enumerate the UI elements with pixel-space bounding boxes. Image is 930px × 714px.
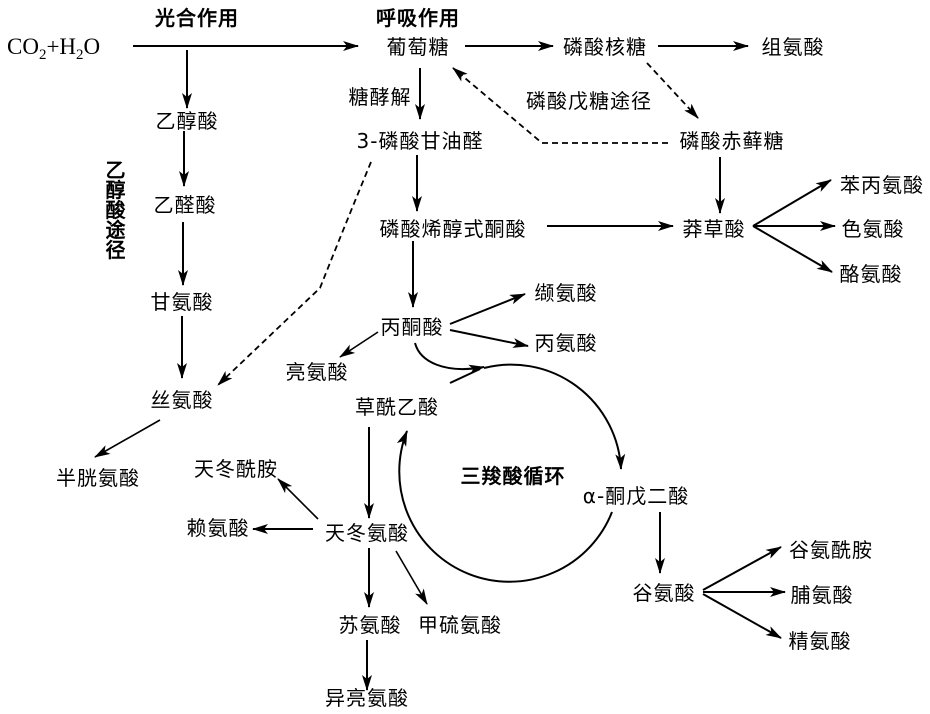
vertical-label-glyph: 途 — [106, 218, 127, 242]
arrow-glutamate-to-arginine — [702, 593, 782, 639]
reactants-formula: CO2+H2O — [7, 34, 100, 63]
node-oxaloacetate: 草酰乙酸 — [355, 395, 439, 419]
glycolysis-label: 糖酵解 — [349, 85, 412, 109]
arrow-pyruvate-into-cycle — [414, 342, 485, 375]
node-glycolic-acid: 乙醇酸 — [156, 109, 219, 133]
arrow-shikimic-to-phenylalanine — [752, 179, 832, 227]
node-pyruvate: 丙酮酸 — [381, 315, 444, 339]
node-threonine: 苏氨酸 — [339, 613, 402, 637]
dashed-arrow-g3p-to-serine — [217, 161, 372, 386]
dashed-arrows — [217, 62, 699, 386]
node-aspartate: 天冬氨酸 — [325, 521, 409, 545]
node-phenylalanine: 苯丙氨酸 — [840, 173, 924, 197]
cycle-entry-line — [449, 368, 481, 384]
node-ribose-phosphate: 磷酸核糖 — [563, 35, 647, 59]
node-shikimic-acid: 莽草酸 — [683, 217, 746, 241]
node-methionine: 甲硫氨酸 — [418, 613, 502, 637]
node-alanine: 丙氨酸 — [535, 331, 598, 355]
node-cysteine: 半胱氨酸 — [56, 466, 140, 490]
photosynthesis-label: 光合作用 — [154, 6, 239, 30]
node-tyrosine: 酪氨酸 — [840, 262, 903, 286]
node-asparagine: 天冬酰胺 — [194, 457, 278, 481]
node-tryptophan: 色氨酸 — [842, 217, 905, 241]
node-alpha-ketoglutarate: α-酮戊二酸 — [583, 484, 689, 508]
node-pep: 磷酸烯醇式酮酸 — [380, 217, 527, 241]
formula-o: O — [84, 34, 101, 59]
arrow-aspartate-to-asparagine — [277, 478, 319, 520]
vertical-label-glyph: 醇 — [106, 178, 127, 202]
node-glutamate: 谷氨酸 — [633, 581, 696, 605]
node-lysine: 赖氨酸 — [187, 516, 250, 540]
arrow-glutamate-to-glutamine — [702, 546, 782, 591]
formula-subscript-2: 2 — [76, 47, 84, 63]
arrow-pyruvate-to-leucine — [339, 331, 379, 358]
node-glutamine: 谷氨酰胺 — [789, 538, 873, 562]
node-erythrose-phosphate: 磷酸赤藓糖 — [680, 129, 785, 153]
dashed-arrow-ribose-to-erythrose — [646, 62, 699, 119]
node-glyoxylic-acid: 乙醛酸 — [154, 193, 217, 217]
node-leucine: 亮氨酸 — [286, 360, 349, 384]
arrow-serine-to-cysteine — [94, 419, 161, 458]
arrow-pyruvate-to-alanine — [449, 329, 529, 348]
node-proline: 脯氨酸 — [791, 583, 854, 607]
arrow-pyruvate-to-valine — [449, 293, 526, 325]
tca-cycle — [396, 342, 626, 583]
formula-plus-h: +H — [46, 34, 76, 59]
solid-arrows — [94, 41, 836, 691]
arrow-shikimic-to-tyrosine — [752, 225, 833, 273]
formula-subscript-1: 2 — [39, 47, 47, 63]
node-glycine: 甘氨酸 — [151, 290, 214, 314]
formula-co: CO — [7, 34, 39, 59]
cycle-arc-to-oxaloacetate — [396, 430, 613, 583]
arrow-aspartate-to-methionine — [395, 550, 428, 605]
pentose-phosphate-label: 磷酸戊糖途径 — [526, 89, 652, 113]
node-glucose: 葡萄糖 — [387, 35, 450, 59]
node-serine: 丝氨酸 — [151, 388, 214, 412]
vertical-label-glyph: 酸 — [106, 198, 127, 222]
node-valine: 缬氨酸 — [535, 281, 598, 305]
glycolate-pathway-label: 乙醇酸途径 — [106, 158, 127, 262]
node-g3p: 3-磷酸甘油醛 — [357, 129, 484, 153]
vertical-label-glyph: 乙 — [106, 158, 127, 182]
vertical-label-glyph: 径 — [106, 238, 127, 262]
node-histidine: 组氨酸 — [762, 35, 825, 59]
node-arginine: 精氨酸 — [789, 629, 852, 653]
dashed-arrow-erythrose-to-glucose — [452, 67, 668, 144]
respiration-label: 呼吸作用 — [376, 6, 460, 30]
tca-cycle-label: 三羧酸循环 — [461, 464, 566, 488]
cycle-arc-to-ketoglutarate — [483, 363, 626, 470]
